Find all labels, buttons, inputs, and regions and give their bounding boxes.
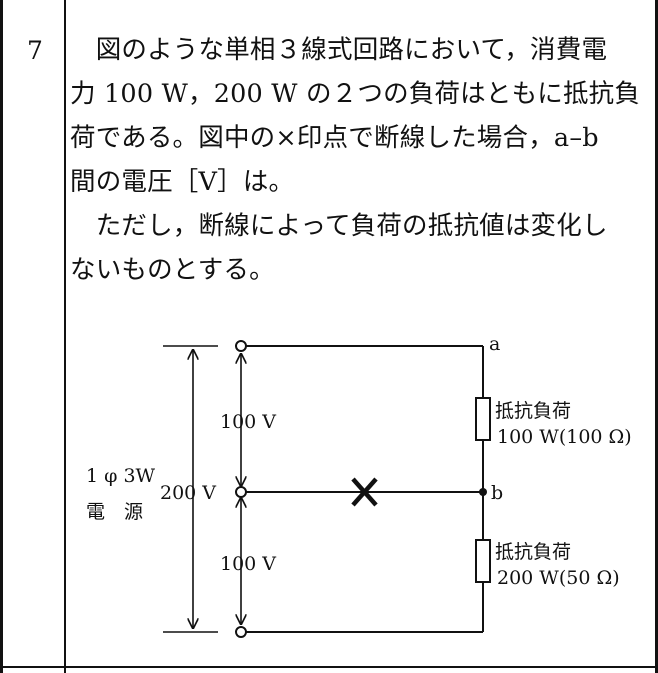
- bottom-border: [0, 666, 658, 668]
- middle-terminal: [235, 486, 247, 498]
- question-line: 力 100 W，200 W の２つの負荷はともに抵抗負: [70, 79, 641, 109]
- node-b-dot: [479, 488, 487, 496]
- question-line: ないものとする。: [70, 255, 275, 285]
- load2-resistor: [475, 539, 491, 583]
- question-number: 7: [27, 36, 43, 65]
- right-border: [655, 0, 658, 673]
- total-voltage-label: 200 V: [160, 482, 216, 504]
- source-label: 電 源: [86, 501, 143, 523]
- top-terminal: [235, 340, 247, 352]
- lower-voltage-label: 100 V: [220, 553, 276, 575]
- number-column-divider: [64, 0, 66, 673]
- question-line: 間の電圧［V］は。: [70, 167, 295, 197]
- load1-rating: 100 W(100 Ω): [497, 426, 632, 448]
- terminal-a-label: a: [489, 333, 500, 355]
- source-type-label: 1 φ 3W: [86, 465, 156, 487]
- load2-rating: 200 W(50 Ω): [497, 567, 620, 589]
- load2-label: 抵抗負荷: [495, 541, 571, 563]
- left-border: [0, 0, 3, 673]
- question-line: 荷である。図中の×印点で断線した場合，a–b: [70, 123, 599, 153]
- question-line: 図のような単相３線式回路において，消費電: [70, 35, 608, 65]
- question-line: ただし，断線によって負荷の抵抗値は変化し: [70, 211, 608, 241]
- load1-resistor: [475, 397, 491, 441]
- bottom-terminal: [235, 626, 247, 638]
- break-mark-icon: [351, 477, 378, 507]
- question-text: 図のような単相３線式回路において，消費電 力 100 W，200 W の２つの負…: [70, 28, 655, 292]
- upper-voltage-label: 100 V: [220, 411, 276, 433]
- load1-label: 抵抗負荷: [495, 400, 571, 422]
- terminal-b-label: b: [491, 482, 503, 504]
